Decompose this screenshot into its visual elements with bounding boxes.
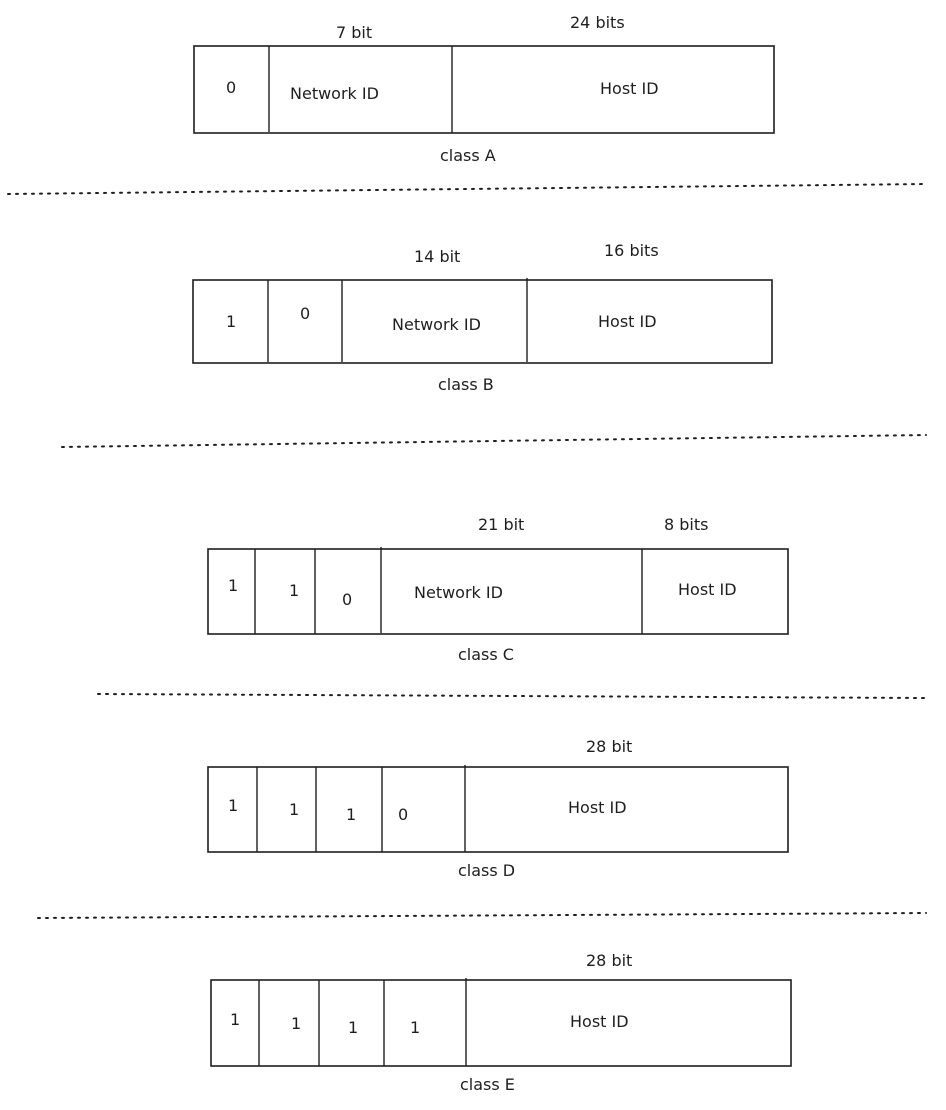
network-id-label: Network ID [392,315,481,334]
host-id-label: Host ID [570,1012,629,1031]
bit-cell: 0 [398,805,408,824]
bit-cell: 1 [226,312,236,331]
network-id-label: Network ID [290,84,379,103]
address-box [192,279,773,364]
separator-line [7,183,927,195]
host-id-label: Host ID [598,312,657,331]
bit-cell: 1 [230,1010,240,1029]
class-a-diagram: 7 bit 24 bits 0 Network ID Host ID class… [193,13,775,165]
bit-label: 7 bit [336,23,372,42]
bit-cell: 1 [289,581,299,600]
class-b-diagram: 14 bit 16 bits 1 0 Network ID Host ID cl… [192,241,773,394]
bit-cell: 0 [300,304,310,323]
class-caption: class C [458,645,514,664]
separator-line [37,912,927,919]
host-id-label: Host ID [600,79,659,98]
bit-cell: 0 [342,590,352,609]
class-caption: class A [440,146,496,165]
bit-cell: 1 [228,576,238,595]
class-e-diagram: 28 bit 1 1 1 1 Host ID class E [210,951,792,1094]
class-c-diagram: 21 bit 8 bits 1 1 0 Network ID Host ID c… [207,515,789,664]
bit-label: 28 bit [586,951,632,970]
separator-line [61,434,927,448]
bit-cell: 1 [291,1014,301,1033]
bit-cell: 1 [228,796,238,815]
class-caption: class E [460,1075,515,1094]
address-box [207,766,789,853]
host-id-label: Host ID [568,798,627,817]
bit-label: 16 bits [604,241,659,260]
bit-cell: 0 [226,78,236,97]
host-id-label: Host ID [678,580,737,599]
bit-label: 14 bit [414,247,460,266]
separator-line [97,693,927,699]
bit-label: 8 bits [664,515,708,534]
class-caption: class D [458,861,515,880]
bit-cell: 1 [348,1018,358,1037]
address-box [193,45,775,134]
bit-label: 24 bits [570,13,625,32]
bit-label: 28 bit [586,737,632,756]
address-box [207,548,789,635]
bit-cell: 1 [410,1018,420,1037]
class-caption: class B [438,375,494,394]
bit-cell: 1 [289,800,299,819]
address-box [210,979,792,1067]
class-d-diagram: 28 bit 1 1 1 0 Host ID class D [207,737,789,880]
bit-label: 21 bit [478,515,524,534]
bit-cell: 1 [346,805,356,824]
network-id-label: Network ID [414,583,503,602]
